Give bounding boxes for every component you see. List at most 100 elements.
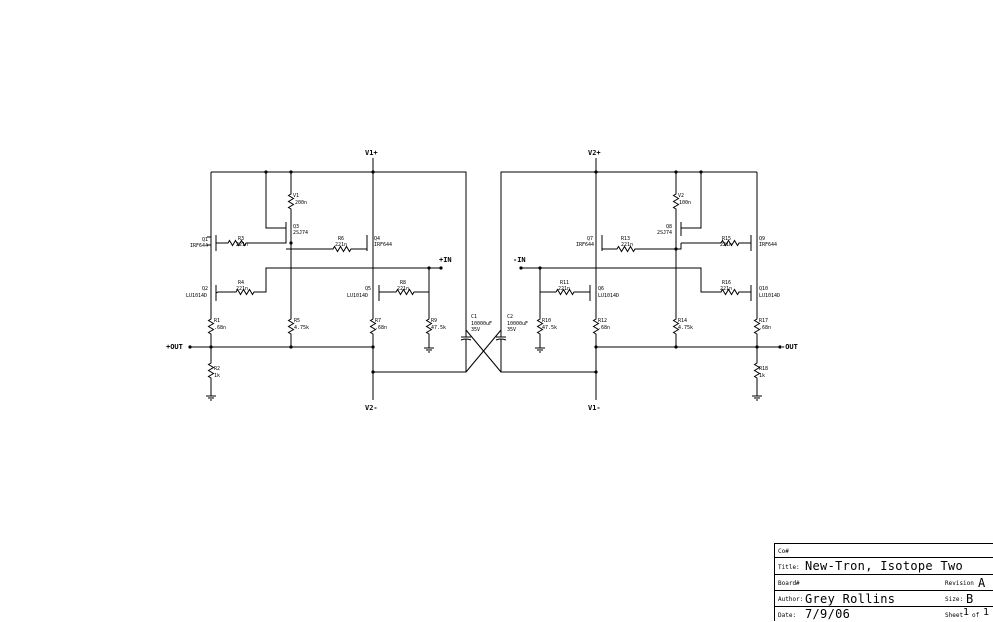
sheet-number: 1 <box>963 607 970 618</box>
transistor-q1 <box>207 233 217 251</box>
label-r18-value: 1k <box>759 373 765 379</box>
label-c2-value: 10000uF <box>507 321 528 327</box>
label-r10-ref: R10 <box>542 318 551 324</box>
label-r10-value: 47.5k <box>542 325 557 331</box>
net-in-neg: -IN <box>513 256 526 264</box>
co-label: Co# <box>778 548 789 555</box>
net-labels: V1+ V2+ V2- V1- +IN -IN +OUT -OUT <box>166 149 798 412</box>
resistor-r5 <box>288 315 294 338</box>
of-label: of <box>972 612 980 619</box>
ground-icon <box>534 347 546 353</box>
label-q8-ref: Q8 <box>666 224 672 230</box>
label-r2-value: 1k <box>214 373 220 379</box>
label-q7-value: IRF644 <box>576 242 594 248</box>
label-q5-ref: Q5 <box>365 286 371 292</box>
label-r3-value: 221n <box>236 242 248 248</box>
label-r16-ref: R16 <box>722 280 731 286</box>
sheet-label: Sheet <box>945 612 964 619</box>
label-q6-ref: Q6 <box>598 286 604 292</box>
label-c2-rating: 35V <box>507 327 516 333</box>
label-r18-ref: R18 <box>759 366 768 372</box>
transistors <box>207 222 758 301</box>
title-block-row-author: Author: Grey Rollins Size: B <box>775 591 993 607</box>
label-c1-ref: C1 <box>471 314 477 320</box>
left-channel-wiring <box>190 158 502 400</box>
title-block-row-date: Date: 7/9/06 Sheet 1 of 1 <box>775 607 993 622</box>
transistor-q4 <box>366 235 374 251</box>
label-q1-ref: Q1 <box>202 237 208 243</box>
label-r5-ref: R5 <box>294 318 300 324</box>
right-channel-wiring <box>465 158 780 400</box>
revision-value: A <box>978 576 986 590</box>
label-r14-ref: R14 <box>678 318 687 324</box>
label-q7-ref: Q7 <box>587 236 593 242</box>
label-q2-ref: Q2 <box>202 286 208 292</box>
net-v2-pos: V2+ <box>588 149 601 157</box>
resistor-r2 <box>208 359 214 382</box>
net-v2-neg: V2- <box>365 404 378 412</box>
label-r1-ref: R1 <box>214 318 220 324</box>
label-r7-value: .68n <box>375 325 387 331</box>
ground-icon <box>751 395 763 401</box>
net-out-pos: +OUT <box>166 343 183 351</box>
transistor-q6 <box>589 285 597 301</box>
label-v1-ref: V1 <box>293 193 299 199</box>
title-block: Co# Title: New-Tron, Isotope Two Board# … <box>774 543 993 621</box>
label-r6-ref: R6 <box>338 236 344 242</box>
label-r13-ref: R13 <box>621 236 630 242</box>
title-block-row-title: Title: New-Tron, Isotope Two <box>775 558 993 575</box>
label-q1-value: IRF644 <box>190 243 208 249</box>
label-c2-ref: C2 <box>507 314 513 320</box>
label-r6-value: 221n <box>335 242 347 248</box>
transistor-q9 <box>750 233 758 251</box>
label-r17-value: .68n <box>759 325 771 331</box>
label-q5-value: LU1014D <box>347 293 368 299</box>
transistor-q10 <box>750 285 758 301</box>
label-r1-value: .68n <box>214 325 226 331</box>
ground-icon <box>423 347 435 353</box>
label-q3-value: 2SJ74 <box>293 230 308 236</box>
net-out-neg: -OUT <box>781 343 798 351</box>
label-q2-value: LU1014D <box>186 293 207 299</box>
label-q10-ref: Q10 <box>759 286 768 292</box>
author-value: Grey Rollins <box>805 592 896 606</box>
revision-label: Revision <box>945 580 974 587</box>
title-block-row-board: Board# Revision A <box>775 575 993 591</box>
label-q8-value: 2SJ74 <box>657 230 672 236</box>
ground-symbols <box>205 347 763 401</box>
label-q9-ref: Q9 <box>759 236 765 242</box>
label-q9-value: IRF644 <box>759 242 777 248</box>
label-r16-value: 221n <box>720 286 732 292</box>
net-in-pos: +IN <box>439 256 452 264</box>
net-v1-pos: V1+ <box>365 149 378 157</box>
transistor-q3 <box>285 222 292 236</box>
label-v2-value: 100n <box>679 200 691 206</box>
label-r14-value: 4.75k <box>678 325 693 331</box>
board-label: Board# <box>778 580 800 587</box>
label-r9-ref: R9 <box>431 318 437 324</box>
label-q3-ref: Q3 <box>293 224 299 230</box>
title-block-row-co: Co# <box>775 544 993 558</box>
label-r13-value: 221n <box>621 242 633 248</box>
label-q4-value: IRF644 <box>374 242 392 248</box>
author-label: Author: <box>778 596 804 603</box>
label-r11-ref: R11 <box>560 280 569 286</box>
capacitor-c1 <box>460 329 472 347</box>
title-label: Title: <box>778 564 800 571</box>
label-r11-value: 221n <box>558 286 570 292</box>
date-value: 7/9/06 <box>805 607 851 621</box>
size-label: Size: <box>945 596 964 603</box>
label-q10-value: LU1014D <box>759 293 780 299</box>
capacitor-c2 <box>495 329 507 347</box>
transistor-q5 <box>372 285 380 301</box>
sheet-count: 1 <box>983 607 990 618</box>
label-r4-ref: R4 <box>238 280 244 286</box>
label-v1-value: 200n <box>295 200 307 206</box>
resistor-r1 <box>208 315 214 338</box>
label-r7-ref: R7 <box>375 318 381 324</box>
label-r8-ref: R8 <box>400 280 406 286</box>
label-r17-ref: R17 <box>759 318 768 324</box>
label-r8-value: 221n <box>397 286 409 292</box>
label-r3-ref: R3 <box>238 236 244 242</box>
